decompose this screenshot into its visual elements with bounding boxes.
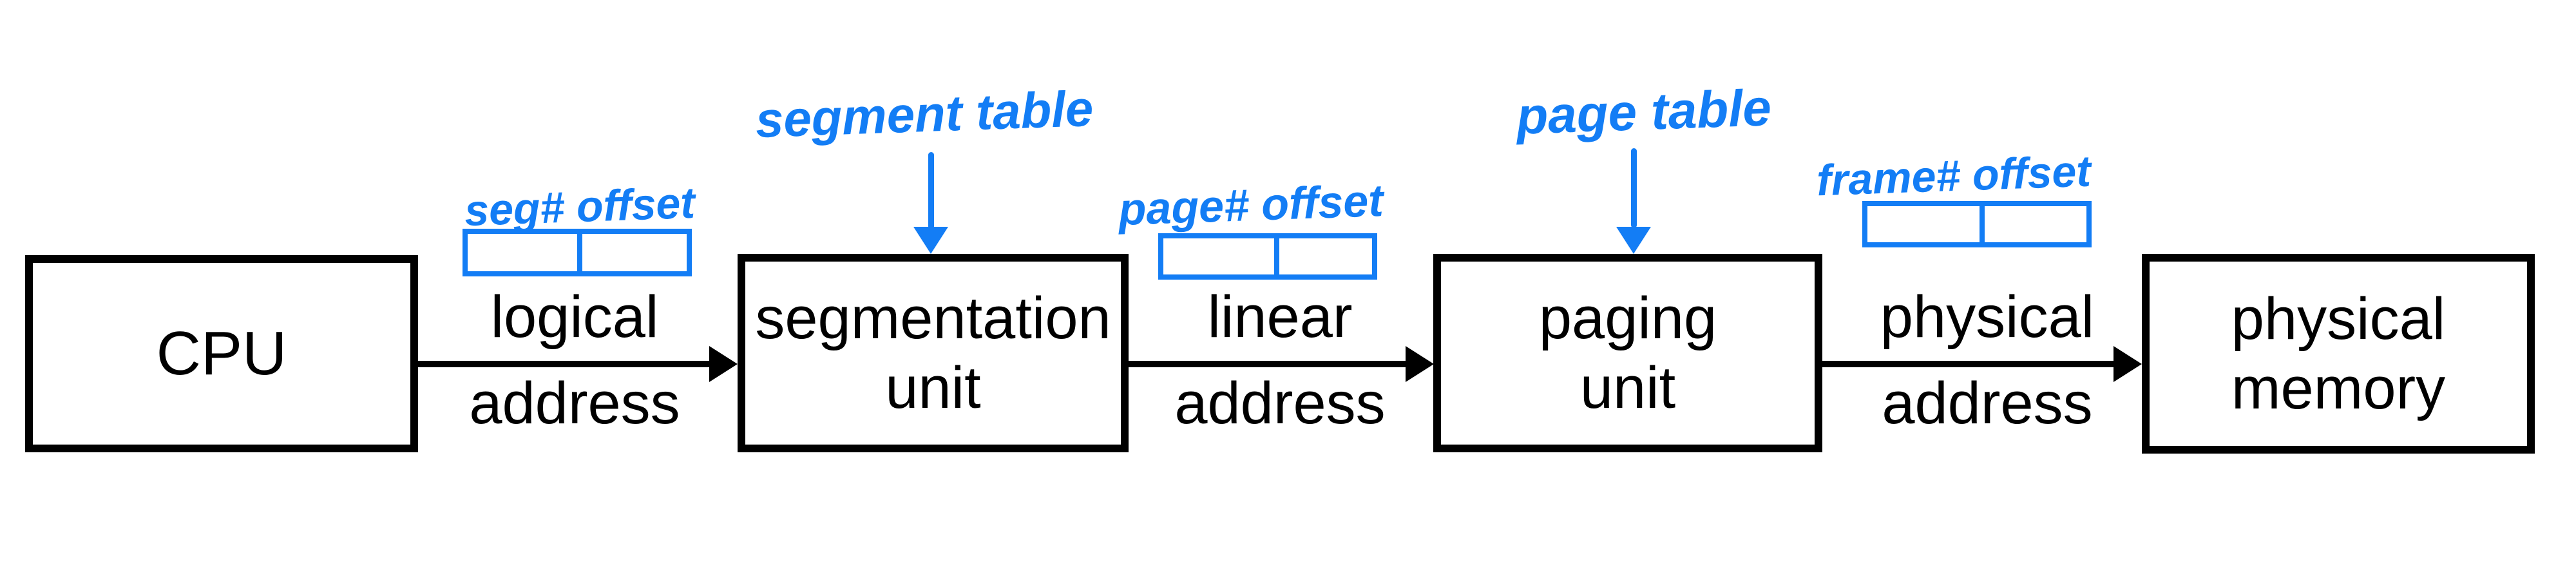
page-offset-field-rect	[1158, 233, 1377, 280]
physical-memory-label-line1: physical	[2231, 286, 2446, 352]
logical-address-label-bottom: address	[469, 370, 680, 436]
frame-offset-field-divider	[1980, 206, 1985, 242]
segmentation-unit-box: segmentation unit	[738, 254, 1129, 452]
cpu-label: CPU	[156, 319, 287, 388]
page-table-arrowhead-icon	[1616, 227, 1651, 254]
segmentation-unit-label-line2: unit	[885, 355, 981, 421]
segmentation-unit-label-line1: segmentation	[755, 285, 1111, 351]
segmentation-to-paging-arrowhead-icon	[1406, 346, 1434, 382]
page-table-annotation: page table	[1515, 79, 1773, 145]
segmentation-to-paging-arrow	[1126, 361, 1408, 367]
linear-address-label-top: linear	[1207, 284, 1353, 350]
physical-memory-box: physical memory	[2142, 254, 2535, 454]
page-offset-field-divider	[1274, 238, 1279, 274]
paging-to-memory-arrow	[1820, 361, 2116, 367]
page-offset-annotation: page# offset	[1118, 175, 1384, 235]
cpu-to-segmentation-arrow	[415, 361, 712, 367]
frame-offset-annotation: frame# offset	[1815, 146, 2092, 206]
cpu-box: CPU	[25, 255, 418, 452]
segment-table-arrow	[928, 152, 934, 229]
logical-address-label-top: logical	[490, 284, 659, 350]
segment-table-arrowhead-icon	[913, 227, 948, 254]
paging-unit-box: paging unit	[1433, 254, 1822, 452]
physical-memory-label-line2: memory	[2231, 356, 2446, 421]
paging-to-memory-arrowhead-icon	[2113, 346, 2142, 382]
segment-table-annotation: segment table	[754, 79, 1094, 149]
paging-unit-label-line2: unit	[1579, 355, 1676, 421]
linear-address-label-bottom: address	[1174, 370, 1386, 436]
seg-offset-field-divider	[577, 234, 582, 271]
page-table-arrow	[1631, 148, 1637, 228]
frame-offset-field-rect	[1862, 201, 2092, 247]
cpu-to-segmentation-arrowhead-icon	[709, 346, 738, 382]
paging-unit-label-line1: paging	[1538, 285, 1717, 351]
physical-address-label-bottom: address	[1882, 370, 2093, 436]
seg-offset-field-rect	[463, 229, 692, 276]
physical-address-label-top: physical	[1880, 284, 2095, 350]
